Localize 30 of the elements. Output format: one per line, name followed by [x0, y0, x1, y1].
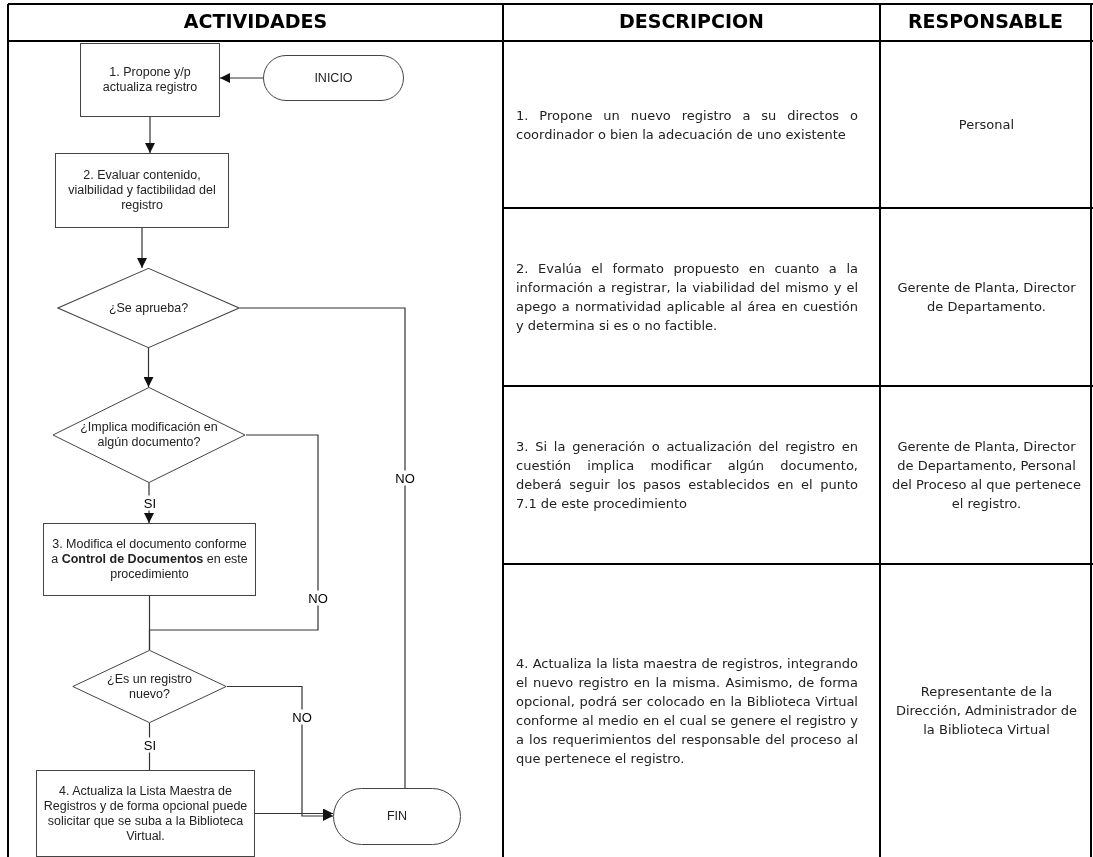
edge-label: NO [307, 590, 329, 606]
arrow [137, 227, 147, 269]
edge-label: NO [394, 470, 416, 486]
arrow [219, 73, 264, 83]
decision-diamond: ¿Se aprueba? [57, 268, 240, 348]
responsible-text: Gerente de Planta, Director de Departamento, Personal del Proceso al que pertenece el registro. [891, 438, 1082, 513]
column-header: ACTIVIDADES [182, 10, 329, 32]
arrow [143, 347, 154, 388]
process-box: 4. Actualiza la Lista Maestra de Registros y de forma opcional puede solicitar que se suba a la Biblioteca Virtual. [36, 770, 255, 857]
responsible-text: Personal [957, 116, 1016, 134]
responsible-text: Gerente de Planta, Director de Departamento. [896, 279, 1077, 316]
edge-label: NO [291, 709, 313, 725]
decision-diamond: ¿Es un registro nuevo? [72, 650, 227, 723]
responsible-text: Representante de la Dirección, Administrador de la Biblioteca Virtual [894, 683, 1079, 739]
edge-label: SI [142, 495, 158, 511]
description-text: 3. Si la generación o actualización del registro en cuestión implica modificar algún documento, deberá seguir los pasos establecidos en el punto 7.1 de este procedimiento [516, 438, 858, 513]
arrow [145, 116, 155, 154]
process-box: 2. Evaluar contenido, vialbilidad y factibilidad del registro [55, 153, 229, 228]
column-header: DESCRIPCION [617, 10, 766, 32]
column-header: RESPONSABLE [906, 10, 1065, 32]
arrow [226, 685, 334, 821]
connector-line [239, 307, 406, 789]
description-text: 2. Evalúa el formato propuesto en cuanto a la información a registrar, la viabilidad del mismo y el apego a normatividad aplicable al área en cuestión y determina si es o no factible. [516, 260, 858, 335]
description-text: 1. Propone un nuevo registro a su directos o coordinador o bien la adecuación de uno existente [516, 106, 858, 144]
edge-label: SI [142, 737, 158, 753]
decision-diamond: ¿Implica modificación en algún documento? [52, 387, 246, 483]
process-box: 3. Modifica el documento conforme a Control de Documentos en este procedimiento [43, 523, 256, 596]
process-box: 1. Propone y/p actualiza registro [80, 43, 220, 117]
description-text: 4. Actualiza la lista maestra de registros, integrando el nuevo registro en la misma. Asimismo, de forma opcional, podrá ser colocado en la Biblioteca Virtual conforme al medio en el cual se genere el registro y a los requerimientos del responsable del proceso al que pertenece el registro. [516, 654, 858, 768]
connector-line [148, 595, 151, 651]
